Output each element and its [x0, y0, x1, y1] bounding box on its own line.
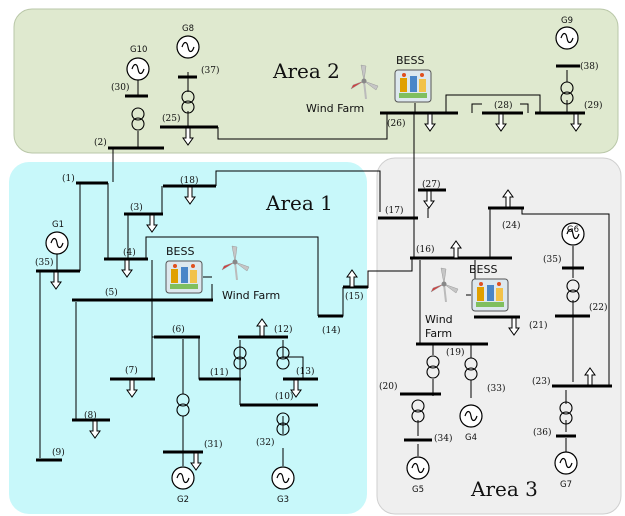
bus-10-label: (10): [275, 391, 293, 402]
generator-g3-icon: [271, 466, 295, 490]
area-1-title: Area 1: [265, 191, 333, 215]
bus-6-label: (6): [172, 324, 185, 335]
bess-and-wind: [165, 64, 509, 312]
bus-30-label: (30): [111, 82, 129, 93]
bus-23-label: (23): [532, 376, 550, 387]
generator-g2-icon: [171, 466, 195, 490]
bess-area2-icon: [394, 69, 432, 103]
bess-area2-label: BESS: [396, 54, 424, 67]
generator-g4-icon: [459, 404, 483, 428]
g6-label: G6: [567, 225, 579, 235]
area-3-region: [376, 157, 622, 515]
bus-17-label: (17): [385, 205, 403, 216]
g9-label: G9: [561, 16, 573, 26]
bus-11-label: (11): [210, 367, 228, 378]
bus-36-label: (36): [533, 427, 551, 438]
bus-28-label: (28): [494, 100, 512, 111]
bus-35-left-label: (35): [35, 257, 53, 268]
bus-7-label: (7): [125, 365, 138, 376]
wind-farm-area2-label: Wind Farm: [306, 102, 364, 115]
bus-24-label: (24): [502, 220, 520, 231]
generator-g8-icon: [176, 35, 200, 59]
area-2-region: [13, 8, 619, 154]
wind-farm-area1-label: Wind Farm: [222, 289, 280, 302]
g3-label: G3: [277, 495, 289, 505]
generator-g10-icon: [126, 57, 150, 81]
bus-22-label: (22): [589, 302, 607, 313]
bus-5-label: (5): [105, 287, 118, 298]
g4-label: G4: [465, 433, 477, 443]
bus-bars: [36, 64, 612, 462]
generators: [45, 26, 585, 490]
generator-g1-icon: [45, 231, 69, 255]
bus-21-label: (21): [529, 320, 547, 331]
bus-35-right-label: (35): [543, 254, 561, 265]
bess-area3-icon: [471, 278, 509, 312]
g2-label: G2: [177, 495, 189, 505]
bus-15-label: (15): [345, 291, 363, 302]
text-labels: Area 2 Area 1 Area 3 BESS BESS BESS Wind…: [35, 16, 607, 505]
bess-area1-label: BESS: [166, 245, 194, 258]
bus-31-label: (31): [204, 439, 222, 450]
bus-14-label: (14): [322, 325, 340, 336]
bess-area3-label: BESS: [469, 263, 497, 276]
bus-12-label: (12): [274, 324, 292, 335]
generator-g9-icon: [555, 26, 579, 50]
bus-27-label: (27): [422, 179, 440, 190]
g8-label: G8: [182, 24, 194, 34]
wind-farm-area3-label-1: Wind: [425, 313, 453, 326]
g10-label: G10: [130, 45, 147, 55]
bus-37-label: (37): [201, 65, 219, 76]
bus-2-label: (2): [94, 137, 107, 148]
wind-farm-area3-label-2: Farm: [425, 327, 452, 340]
bus-38-label: (38): [580, 61, 598, 72]
transmission-lines: [39, 70, 610, 458]
bus-34-label: (34): [434, 433, 452, 444]
area-2-title: Area 2: [272, 59, 340, 83]
generator-g5-icon: [406, 456, 430, 480]
bus-19-label: (19): [446, 347, 464, 358]
bus-18-label: (18): [180, 175, 198, 186]
bus-13-label: (13): [296, 366, 314, 377]
bus-3-label: (3): [130, 202, 143, 213]
area-3-title: Area 3: [470, 477, 538, 501]
bess-area1-icon: [165, 260, 203, 294]
bus-9-label: (9): [52, 447, 65, 458]
bus-4-label: (4): [123, 247, 136, 258]
bus-29-label: (29): [584, 100, 602, 111]
bus-32-label: (32): [256, 437, 274, 448]
bus-20-label: (20): [379, 381, 397, 392]
bus-25-label: (25): [162, 113, 180, 124]
bus-1-label: (1): [62, 173, 75, 184]
g7-label: G7: [560, 480, 572, 490]
bus-16-label: (16): [416, 244, 434, 255]
g1-label: G1: [52, 220, 64, 230]
bus-8-label: (8): [84, 410, 97, 421]
generator-g7-icon: [554, 451, 578, 475]
g5-label: G5: [412, 485, 424, 495]
bus-26-label: (26): [387, 118, 405, 129]
bus-33-label: (33): [487, 383, 505, 394]
